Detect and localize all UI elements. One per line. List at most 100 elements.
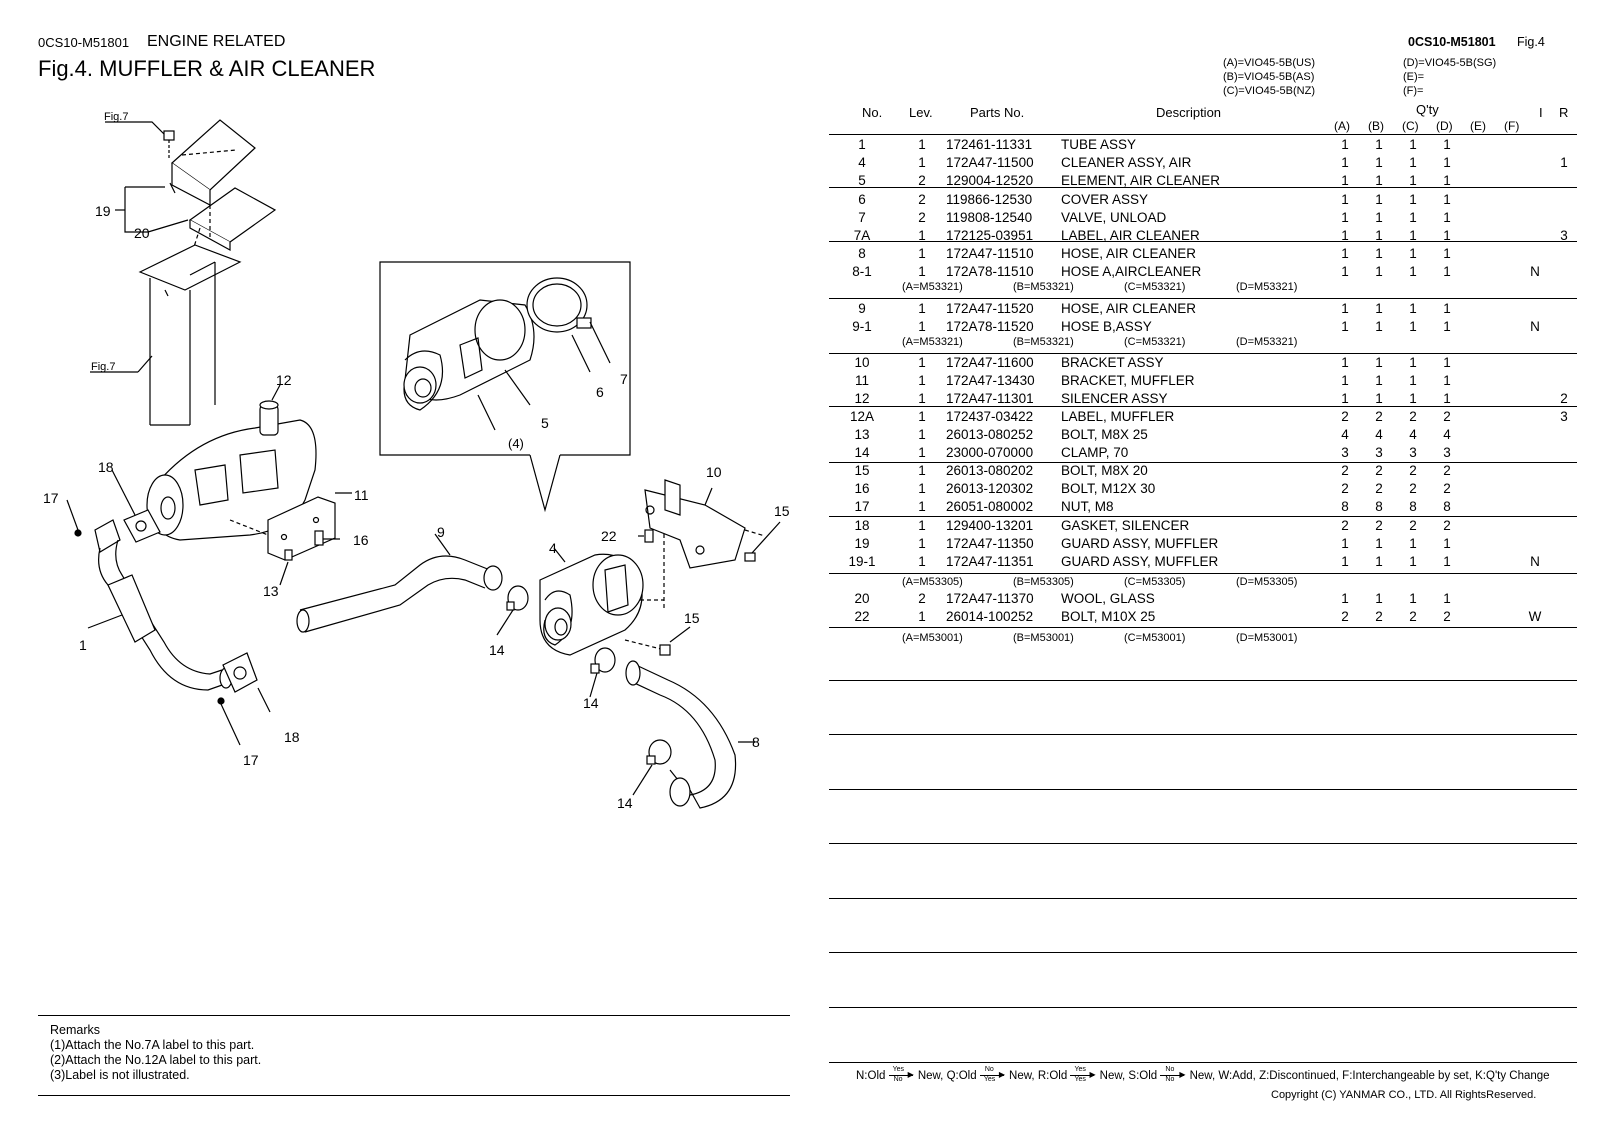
qty-a: 1 bbox=[1341, 373, 1349, 388]
qty-d: 4 bbox=[1443, 427, 1451, 442]
col-header-parts-no: Parts No. bbox=[970, 105, 1025, 120]
part-number: 172A47-11510 bbox=[946, 246, 1034, 261]
group-separator bbox=[829, 353, 1577, 354]
qty-d: 2 bbox=[1443, 409, 1451, 424]
part-number: 172A47-11350 bbox=[946, 536, 1034, 551]
hose-8-drawing bbox=[589, 647, 755, 809]
part-number: 172A47-13430 bbox=[946, 373, 1035, 388]
col-header-no: No. bbox=[862, 105, 883, 120]
no-yes-arrow-icon: No ▶ Yes bbox=[979, 1066, 1006, 1083]
part-lev: 1 bbox=[918, 355, 926, 370]
exhaust-tube-drawing bbox=[66, 469, 271, 746]
qty-d: 1 bbox=[1443, 536, 1451, 551]
part-no: 1 bbox=[858, 137, 866, 152]
legend-n-new: New, bbox=[917, 1070, 944, 1083]
qty-a: 3 bbox=[1341, 445, 1349, 460]
remark-3: (3)Label is not illustrated. bbox=[50, 1068, 190, 1082]
group-separator bbox=[829, 573, 1577, 574]
model-legend-b: (B)=VIO45-5B(AS) bbox=[1223, 71, 1315, 83]
qty-c: 1 bbox=[1409, 554, 1417, 569]
col-header-r: R bbox=[1559, 105, 1569, 120]
qty-b: 1 bbox=[1375, 264, 1383, 279]
callout-7: 7 bbox=[620, 371, 628, 387]
qty-b: 1 bbox=[1375, 210, 1383, 225]
qty-c: 1 bbox=[1409, 246, 1417, 261]
qty-b: 1 bbox=[1375, 391, 1383, 406]
part-no: 19 bbox=[854, 536, 870, 551]
part-lev: 1 bbox=[918, 445, 926, 460]
qty-c: 1 bbox=[1409, 264, 1417, 279]
legend-r-old: R:Old bbox=[1037, 1070, 1068, 1083]
part-no: 16 bbox=[854, 481, 870, 496]
qty-b: 1 bbox=[1375, 228, 1383, 243]
part-number: 119808-12540 bbox=[946, 210, 1033, 225]
air-cleaner-detail-box bbox=[379, 261, 631, 513]
qty-c: 2 bbox=[1409, 481, 1417, 496]
col-header-qa: (A) bbox=[1334, 119, 1350, 133]
part-description: GUARD ASSY, MUFFLER bbox=[1061, 536, 1219, 551]
callout-fig7-mid: Fig.7 bbox=[91, 361, 115, 373]
part-number: 172A47-11351 bbox=[946, 554, 1034, 569]
serial-c: (C=M53321) bbox=[1124, 281, 1186, 293]
serial-row: (A=M53001) (B=M53001) (C=M53001) (D=M530… bbox=[0, 632, 1600, 646]
serial-d: (D=M53321) bbox=[1236, 281, 1298, 293]
part-number: 172A78-11520 bbox=[946, 319, 1034, 334]
qty-c: 2 bbox=[1409, 463, 1417, 478]
qty-a: 1 bbox=[1341, 319, 1349, 334]
part-description: BRACKET ASSY bbox=[1061, 355, 1164, 370]
serial-b: (B=M53321) bbox=[1013, 336, 1074, 348]
part-number: 23000-070000 bbox=[946, 445, 1034, 460]
callout-18-top: 18 bbox=[98, 459, 114, 475]
part-number: 172A47-11500 bbox=[946, 155, 1034, 170]
qty-b: 1 bbox=[1375, 536, 1383, 551]
qty-d: 1 bbox=[1443, 591, 1451, 606]
callout-14-b: 14 bbox=[583, 695, 599, 711]
qty-a: 1 bbox=[1341, 391, 1349, 406]
part-number: 172437-03422 bbox=[946, 409, 1034, 424]
qty-d: 2 bbox=[1443, 481, 1451, 496]
part-lev: 1 bbox=[918, 409, 926, 424]
qty-a: 2 bbox=[1341, 463, 1349, 478]
remark-1: (1)Attach the No.7A label to this part. bbox=[50, 1038, 255, 1052]
qty-c: 2 bbox=[1409, 409, 1417, 424]
fig-ref-right: Fig.4 bbox=[1517, 35, 1545, 49]
part-number: 129400-13201 bbox=[946, 518, 1034, 533]
part-no: 10 bbox=[854, 355, 870, 370]
group-separator bbox=[829, 406, 1577, 407]
serial-d: (D=M53001) bbox=[1236, 632, 1298, 644]
callout-11: 11 bbox=[354, 487, 369, 503]
qty-c: 1 bbox=[1409, 137, 1417, 152]
part-lev: 1 bbox=[918, 427, 926, 442]
qty-d: 1 bbox=[1443, 173, 1451, 188]
callout-16: 16 bbox=[353, 532, 369, 548]
qty-a: 1 bbox=[1341, 264, 1349, 279]
part-description: ELEMENT, AIR CLEANER bbox=[1061, 173, 1221, 188]
qty-d: 1 bbox=[1443, 554, 1451, 569]
qty-b: 1 bbox=[1375, 355, 1383, 370]
serial-d: (D=M53321) bbox=[1236, 336, 1298, 348]
copyright: Copyright (C) YANMAR CO., LTD. All Right… bbox=[1271, 1089, 1537, 1101]
qty-b: 2 bbox=[1375, 609, 1383, 624]
part-lev: 2 bbox=[918, 210, 926, 225]
serial-row: (A=M53305) (B=M53305) (C=M53305) (D=M533… bbox=[0, 576, 1600, 590]
part-description: LABEL, AIR CLEANER bbox=[1061, 228, 1200, 243]
part-description: HOSE B,ASSY bbox=[1061, 319, 1152, 334]
qty-d: 8 bbox=[1443, 499, 1451, 514]
part-description: VALVE, UNLOAD bbox=[1061, 210, 1167, 225]
qty-b: 2 bbox=[1375, 481, 1383, 496]
callout-17-bottom: 17 bbox=[243, 752, 259, 768]
muffler-guard-drawing bbox=[90, 119, 277, 426]
qty-d: 2 bbox=[1443, 518, 1451, 533]
qty-b: 1 bbox=[1375, 373, 1383, 388]
category-label: ENGINE RELATED bbox=[147, 33, 286, 50]
part-lev: 1 bbox=[918, 463, 926, 478]
part-lev: 1 bbox=[918, 155, 926, 170]
callout-5: 5 bbox=[541, 415, 549, 431]
model-legend-a: (A)=VIO45-5B(US) bbox=[1223, 57, 1315, 69]
qty-a: 1 bbox=[1341, 301, 1349, 316]
